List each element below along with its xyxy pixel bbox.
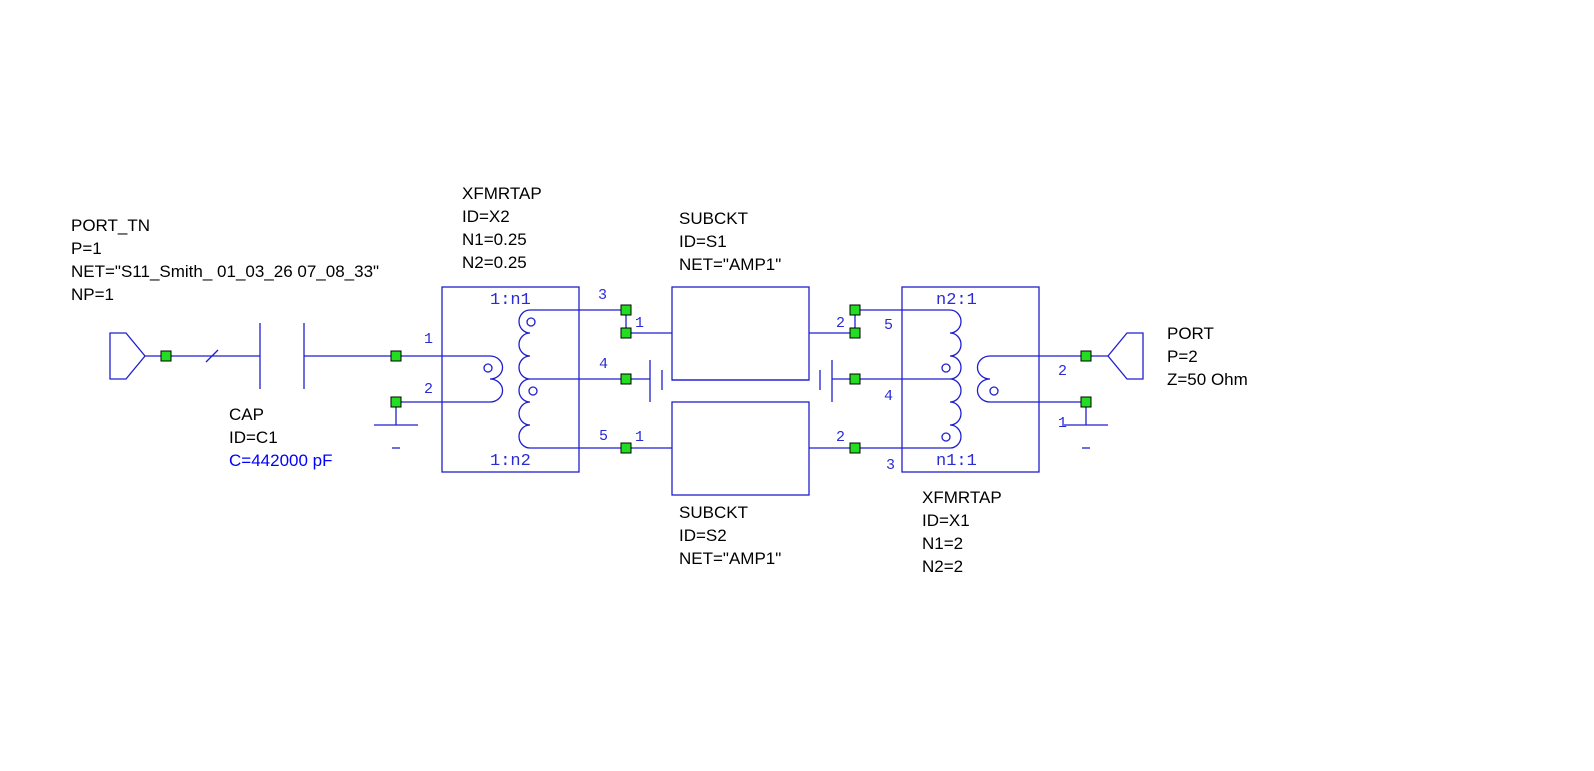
port1-label-p: P=1 <box>71 239 102 258</box>
port1-label-np: NP=1 <box>71 285 114 304</box>
capacitor-c1[interactable] <box>259 323 396 389</box>
subckt-s1-box <box>671 286 810 381</box>
xfmr-x2-pin-2: 2 <box>424 381 433 398</box>
xfmr-x2-label-n1: N1=0.25 <box>462 230 527 249</box>
xfmr-x2-dot-mid <box>528 386 538 396</box>
xfmr-x2-bottom-ratio: 1:n2 <box>490 452 531 471</box>
xfmr-x1-dot-mid <box>941 363 951 373</box>
xfmr-x2-pin-1: 1 <box>424 331 433 348</box>
xfmr-x1-pin-5: 5 <box>884 317 893 334</box>
node-x1-pin1[interactable] <box>1080 396 1092 408</box>
s2-pin-1: 1 <box>635 429 644 446</box>
node-s1-pin2[interactable] <box>849 327 861 339</box>
xfmr-x2-label-n2: N2=0.25 <box>462 253 527 272</box>
xfmr-x2-primary-coil <box>489 355 504 403</box>
node-x1-pin4[interactable] <box>849 373 861 385</box>
xfmr-x1-symbol[interactable] <box>855 286 1108 473</box>
port1-label-net: NET="S11_Smith_ 01_03_26 07_08_33" <box>71 262 379 281</box>
xfmr-x1-top-ratio: n2:1 <box>936 291 977 310</box>
cap-label-type: CAP <box>229 405 264 424</box>
node-x2-pin2[interactable] <box>390 396 402 408</box>
xfmr-x1-primary-coil <box>949 309 962 449</box>
node-x2-pin3[interactable] <box>620 304 632 316</box>
xfmr-x1-secondary-coil <box>976 355 991 403</box>
port2-triangle <box>1107 332 1144 380</box>
node-s1-pin1[interactable] <box>620 327 632 339</box>
node-x2-pin4[interactable] <box>620 373 632 385</box>
port2-label-z: Z=50 Ohm <box>1167 370 1248 389</box>
xfmr-x2-pin-4: 4 <box>599 356 608 373</box>
xfmr-x2-primary-dot <box>483 363 493 373</box>
xfmr-x1-label-n1: N1=2 <box>922 534 963 553</box>
xfmr-x1-secondary-dot <box>989 386 999 396</box>
xfmr-x2-label-type: XFMRTAP <box>462 184 542 203</box>
port2-label-p: P=2 <box>1167 347 1198 366</box>
xfmr-x1-pin-3: 3 <box>886 457 895 474</box>
s1-label-id: ID=S1 <box>679 232 727 251</box>
port1-node[interactable] <box>160 350 172 362</box>
port1-triangle <box>109 332 146 380</box>
cap-label-id: ID=C1 <box>229 428 278 447</box>
xfmr-x1-bottom-ratio: n1:1 <box>936 452 977 471</box>
port2-symbol[interactable] <box>1086 332 1144 380</box>
xfmr-x1-label-id: ID=X1 <box>922 511 970 530</box>
port1-label-type: PORT_TN <box>71 216 150 235</box>
xfmr-x1-pin-4: 4 <box>884 388 893 405</box>
xfmr-x1-label-type: XFMRTAP <box>922 488 1002 507</box>
xfmr-x1-dot-bottom <box>941 432 951 442</box>
node-s2-pin1[interactable] <box>620 442 632 454</box>
xfmr-x1-label-n2: N2=2 <box>922 557 963 576</box>
xfmr-x2-top-ratio: 1:n1 <box>490 291 531 310</box>
s2-label-type: SUBCKT <box>679 503 748 522</box>
node-x2-pin1[interactable] <box>390 350 402 362</box>
subckt-s2-box <box>671 401 810 496</box>
xfmr-x1-pin-1: 1 <box>1058 415 1067 432</box>
port1-symbol[interactable] <box>109 332 260 380</box>
node-port2[interactable] <box>1080 350 1092 362</box>
xfmr-x2-pin-3: 3 <box>598 287 607 304</box>
s2-label-id: ID=S2 <box>679 526 727 545</box>
s1-pin-2: 2 <box>836 315 845 332</box>
s2-label-net: NET="AMP1" <box>679 549 781 568</box>
subckt-s2-symbol[interactable] <box>626 401 855 496</box>
s1-pin-1: 1 <box>635 315 644 332</box>
xfmr-x2-secondary-coil <box>518 309 531 449</box>
node-x1-pin5[interactable] <box>849 304 861 316</box>
xfmr-x2-pin-5: 5 <box>599 428 608 445</box>
xfmr-x2-label-id: ID=X2 <box>462 207 510 226</box>
s1-label-net: NET="AMP1" <box>679 255 781 274</box>
wire-bus-tick <box>205 349 219 363</box>
s1-label-type: SUBCKT <box>679 209 748 228</box>
port2-label-type: PORT <box>1167 324 1214 343</box>
subckt-s1-symbol[interactable] <box>625 286 856 402</box>
node-s2-pin2[interactable] <box>849 442 861 454</box>
xfmr-x2-symbol[interactable] <box>374 286 626 473</box>
xfmr-x1-pin-2: 2 <box>1058 363 1067 380</box>
xfmr-x2-dot-top <box>526 317 536 327</box>
cap-label-value[interactable]: C=442000 pF <box>229 451 333 470</box>
s2-pin-2: 2 <box>836 429 845 446</box>
